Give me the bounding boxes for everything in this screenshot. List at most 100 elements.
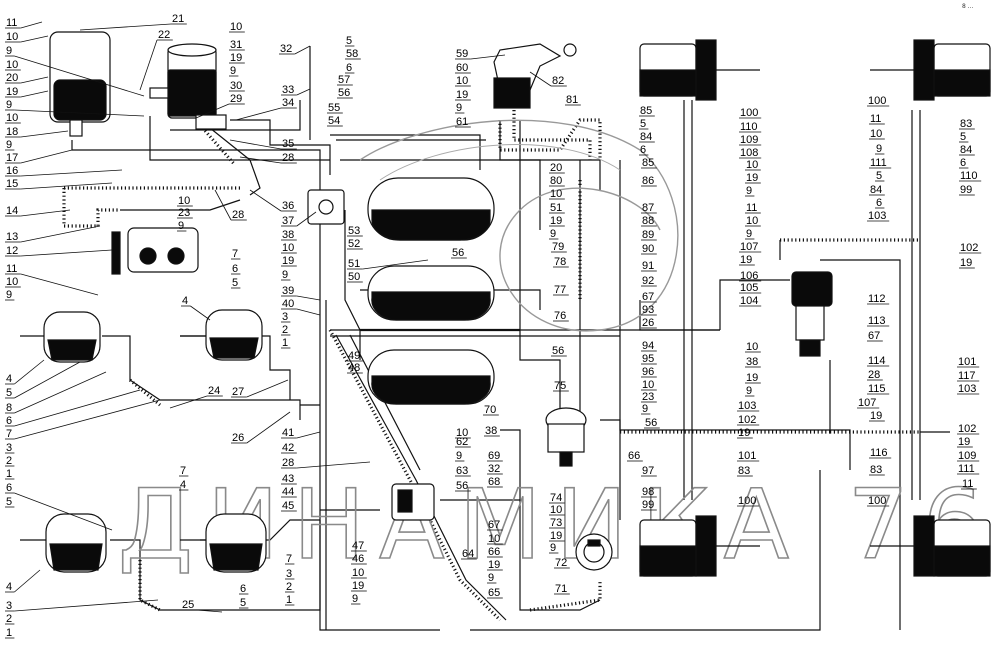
callout-label: 43 [282,473,294,485]
callout-label: 10 [282,242,294,254]
callout-label: 10 [456,75,468,87]
pipelines [62,46,950,631]
callout-label: 20 [6,72,18,84]
callout-label: 10 [230,21,242,33]
callout-label: 63 [456,465,468,477]
callout-label: 6 [876,197,882,209]
callout-label: 102 [958,423,976,435]
callout-label: 85 [642,157,654,169]
callout-label: 107 [858,397,876,409]
callout-label: 10 [642,379,654,391]
callout-label: 15 [6,178,18,190]
callout-label: 101 [738,450,756,462]
callout-label: 100 [868,495,886,507]
callout-label: 19 [738,427,750,439]
callout-label: 9 [6,289,12,301]
pressure-regulator [111,227,199,275]
callout-label: 29 [230,93,242,105]
callout-leader [20,21,43,29]
callout-leader [296,308,321,316]
callout-label: 18 [6,126,18,138]
callout-label: 19 [6,86,18,98]
callout-leader [190,305,211,321]
callout-label: 11 [6,263,17,275]
callout-label: 82 [552,75,564,87]
callout-label: 8 [6,402,12,414]
brake-chamber-rear-left-1 [20,513,107,573]
callout-label: 93 [642,304,654,316]
callout-leader [20,209,71,217]
spring-brake-top-left [639,39,760,101]
callout-label: 10 [352,567,364,579]
callout-label: 56 [456,480,468,492]
callout-label: 102 [960,242,978,254]
callout-label: 9 [876,143,882,155]
callout-label: 72 [555,557,567,569]
moisture-separator [149,43,227,130]
callout-label: 10 [550,188,562,200]
callout-label: 19 [958,436,970,448]
callout-leader [79,23,172,31]
callout-label: 64 [462,548,474,560]
callout-label: 114 [868,355,886,367]
callout-leader [20,182,113,190]
callout-label: 103 [868,210,886,222]
callout-label: 44 [282,486,294,498]
callout-label: 19 [230,52,242,64]
callout-label: 81 [566,94,578,106]
callout-label: 28 [282,457,294,469]
callout-label: 103 [738,400,756,412]
callout-label: 10 [6,59,18,71]
callout-label: 19 [746,172,758,184]
callout-label: 6 [6,482,12,494]
callout-label: 5 [960,131,966,143]
callout-label: 23 [178,207,190,219]
callout-label: 5 [6,496,12,508]
callout-label: 9 [230,65,236,77]
callout-label: 83 [870,464,882,476]
callout-label: 86 [642,175,654,187]
callout-leader [296,295,321,301]
callout-label: 78 [554,256,566,268]
air-receiver-3 [367,349,495,405]
callout-label: 52 [348,238,360,250]
callout-label: 22 [158,29,170,41]
callout-label: 6 [240,583,246,595]
callout-leader [14,399,161,440]
callout-label: 28 [232,209,244,221]
callout-label: 66 [628,450,640,462]
callout-leader [14,371,107,414]
callout-label: 56 [552,345,564,357]
callout-label: 83 [738,465,750,477]
callout-label: 34 [282,97,294,109]
callout-label: 113 [868,315,886,327]
brake-chamber-rear-left-2 [180,513,267,573]
callout-label: 38 [746,356,758,368]
callout-label: 9 [178,220,184,232]
callout-label: 10 [178,195,190,207]
callout-label: 41 [282,427,294,439]
air-dryer-unit [49,31,111,137]
callout-label: 1 [6,627,12,639]
callout-leader [14,359,45,385]
callout-label: 62 [456,436,468,448]
callout-label: 1 [6,468,12,480]
callout-label: 9 [746,185,752,197]
callout-label: 92 [642,275,654,287]
spring-brake-bottom-right [870,515,991,577]
callout-label: 56 [645,417,657,429]
callout-label: 9 [550,228,556,240]
callout-label: 108 [740,147,758,159]
callout-label: 7 [6,428,12,440]
callout-label: 10 [550,504,562,516]
callout-label: 116 [870,447,888,459]
callout-label: 13 [6,231,18,243]
callout-label: 94 [642,340,654,352]
callout-label: 103 [958,383,976,395]
callout-leader [235,107,282,121]
callout-label: 1 [286,594,292,606]
callout-label: 7 [286,553,292,565]
callout-label: 47 [352,540,364,552]
callout-leader [529,71,552,87]
